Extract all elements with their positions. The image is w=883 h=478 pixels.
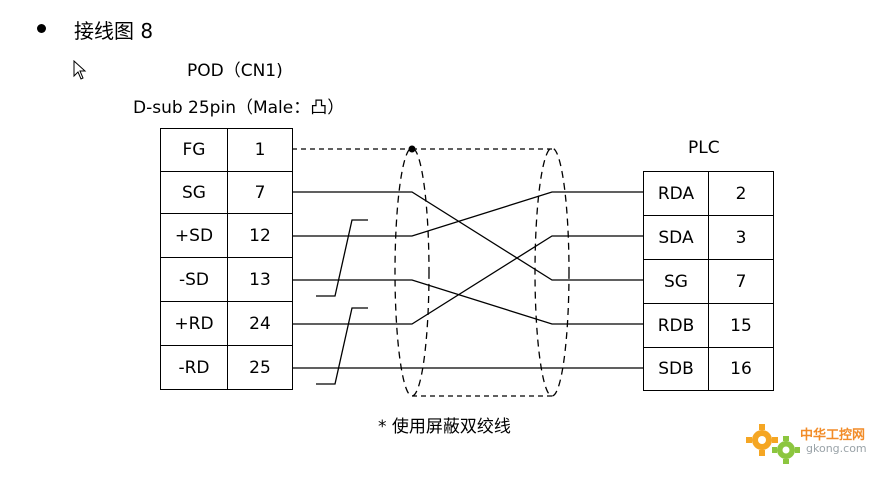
twist-bracket [316, 219, 368, 297]
sg-wire [292, 191, 643, 281]
pin-signal: RDA [643, 171, 709, 216]
pin-number: 7 [708, 259, 774, 304]
pin-number: 15 [708, 303, 774, 348]
pin-signal: -RD [160, 345, 228, 390]
pod-pin-table: FG 1 SG 7 +SD 12 -SD 13 +RD 24 -RD 25 [160, 128, 293, 390]
plus-rd-wire [292, 235, 643, 325]
gear-logo-icon [746, 424, 800, 464]
table-row: FG 1 [160, 128, 293, 172]
minus-sd-wire [292, 279, 643, 325]
watermark-url: gkong.com [806, 442, 867, 455]
bullet-dot [37, 24, 46, 33]
pin-signal: SG [160, 171, 228, 214]
pin-number: 7 [227, 171, 293, 214]
pin-number: 1 [227, 128, 293, 172]
pin-signal: SDA [643, 215, 709, 260]
pin-signal: FG [160, 128, 228, 172]
cursor-arrow-icon [73, 60, 87, 80]
pin-number: 3 [708, 215, 774, 260]
pin-number: 13 [227, 257, 293, 302]
shield-junction-dot [408, 145, 416, 153]
pin-signal: +RD [160, 301, 228, 346]
pin-number: 2 [708, 171, 774, 216]
pin-number: 16 [708, 347, 774, 391]
plc-pin-table: RDA 2 SDA 3 SG 7 RDB 15 SDB 16 [643, 171, 774, 391]
shield-ellipse-left [394, 147, 430, 397]
shielded-twisted-pair-note: * 使用屏蔽双绞线 [378, 417, 511, 437]
twist-bracket [316, 307, 368, 385]
table-row: RDA 2 [643, 171, 774, 216]
connector-label: D-sub 25pin（Male：凸） [133, 98, 345, 118]
watermark-title: 中华工控网 [800, 428, 866, 443]
table-row: -SD 13 [160, 257, 293, 302]
pin-number: 25 [227, 345, 293, 390]
plc-label: PLC [688, 138, 720, 158]
pin-signal: SG [643, 259, 709, 304]
table-row: SG 7 [160, 171, 293, 214]
table-row: -RD 25 [160, 345, 293, 390]
table-row: SG 7 [643, 259, 774, 304]
pin-number: 12 [227, 213, 293, 258]
pin-signal: SDB [643, 347, 709, 391]
shield-ellipse-right [534, 147, 570, 397]
pin-signal: -SD [160, 257, 228, 302]
table-row: SDB 16 [643, 347, 774, 391]
table-row: RDB 15 [643, 303, 774, 348]
pod-label: POD（CN1) [187, 61, 283, 81]
table-row: SDA 3 [643, 215, 774, 260]
plus-sd-wire [292, 191, 643, 237]
heading: 接线图 8 [74, 19, 154, 43]
